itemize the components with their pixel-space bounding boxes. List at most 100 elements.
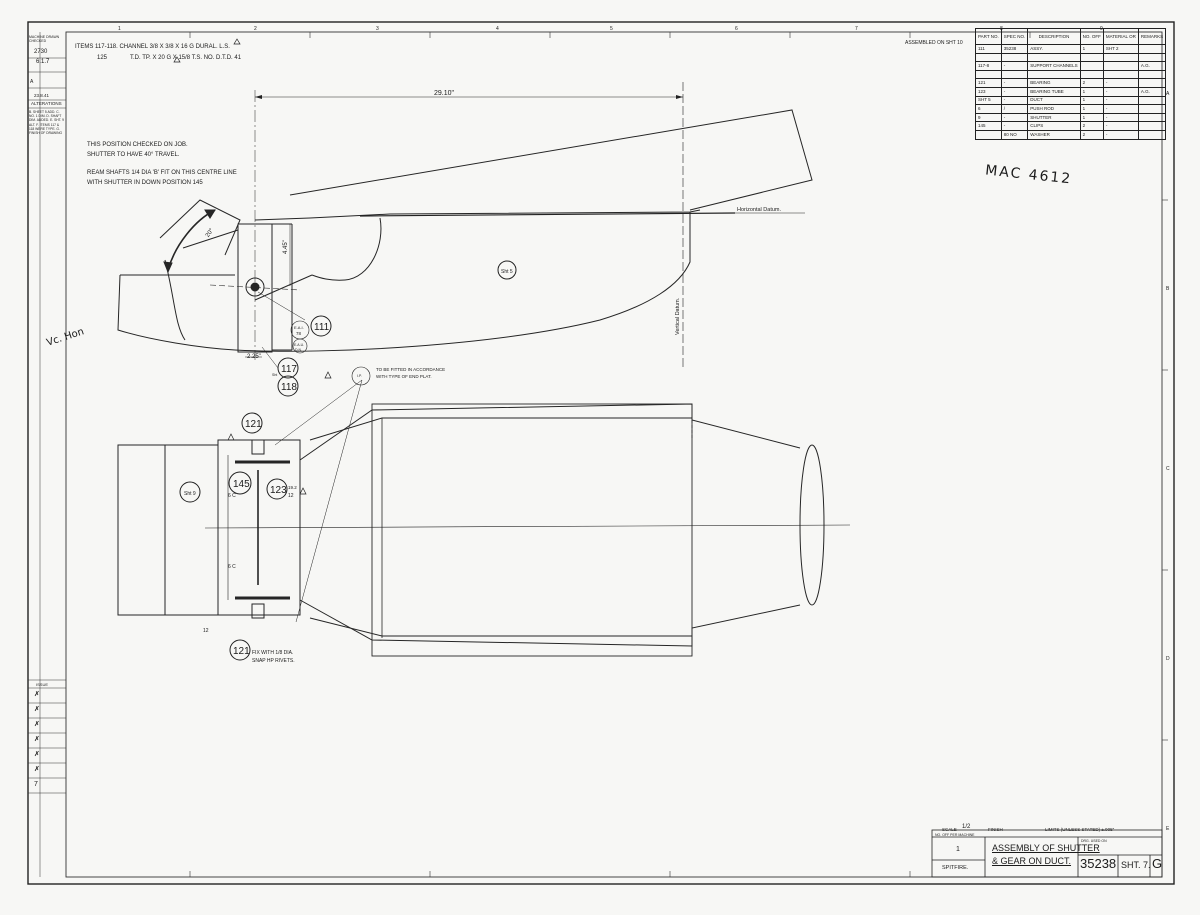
margin-issue-6: ✗	[34, 766, 40, 773]
balloon-eau-note	[351, 366, 371, 386]
parts-table-header: Part No. Spec No. Description No. Off Ma…	[975, 28, 1167, 45]
table-cell: Assy.	[1027, 44, 1081, 54]
table-cell: Shutter	[1027, 112, 1081, 123]
table-cell: Bearing	[1027, 78, 1081, 88]
balloon-123	[266, 478, 288, 500]
label-horizontal-datum: Horizontal Datum.	[737, 207, 781, 213]
table-cell: 1	[1079, 86, 1104, 97]
table-cell: -	[1102, 78, 1139, 88]
label-12: 12	[203, 628, 209, 634]
svg-text:D: D	[1166, 656, 1170, 662]
table-cell: 117-8	[975, 61, 1002, 71]
table-cell: 121	[975, 78, 1002, 88]
table-cell: /	[1000, 104, 1029, 114]
label-sht-small: Sht	[272, 373, 277, 377]
item-balloons	[179, 260, 517, 661]
label-ea78-1: E.A.I.	[294, 325, 304, 330]
dim-12: 12	[288, 493, 294, 499]
zone-ticks	[189, 32, 1168, 877]
balloon-sht9	[179, 481, 201, 503]
balloon-145	[228, 471, 252, 495]
table-cell	[1137, 121, 1167, 131]
table-cell	[975, 52, 1002, 63]
note-ream-shafts: Ream shafts 1/4 dia 'B' fit on this cent…	[87, 170, 237, 176]
table-cell: -	[1000, 78, 1029, 88]
margin-issue-5: ✗	[34, 751, 40, 758]
table-cell: 6	[975, 104, 1002, 114]
table-row: 123-Bearing Tube1-A.G.	[975, 86, 1167, 97]
table-cell: Bearing Tube	[1027, 86, 1081, 97]
table-cell	[975, 129, 1002, 140]
item-125-spec: T.D. Tp. x 20 G x 15/8 T.S. No. D.T.D. 4…	[130, 55, 242, 61]
table-row: 117-8-Support ChannelsA.G.	[975, 61, 1167, 71]
table-cell	[1137, 44, 1167, 54]
table-cell: -	[1102, 86, 1139, 97]
margin-alterations-label: Alterations	[31, 101, 62, 106]
note-with-type: with type of end plat.	[376, 374, 432, 379]
balloon-118-text: 118	[281, 382, 297, 393]
margin-val-2: 6.1.7	[36, 59, 50, 65]
plan-centre-line	[204, 524, 851, 529]
col-no-off: No. Off	[1079, 28, 1104, 45]
margin-top-small: Machine Drawn Checked	[29, 35, 60, 43]
label-ip: I.P.	[357, 374, 362, 378]
margin-issue-a: A	[30, 79, 34, 85]
label-eau: E.A.U.	[294, 343, 304, 347]
table-cell: -	[1102, 95, 1139, 106]
margin-alterations-text: B. Sheet 5 add. C. No. 1 dim. D. Shaft d…	[29, 110, 64, 136]
table-cell: Duct	[1027, 95, 1081, 106]
balloon-111	[310, 315, 332, 337]
table-cell	[1137, 95, 1167, 106]
balloon-ea78	[290, 320, 310, 340]
table-cell	[1137, 78, 1167, 88]
inner-border	[65, 31, 1163, 878]
table-cell: -	[1102, 104, 1139, 114]
table-cell	[1079, 61, 1104, 71]
title-scale-value: 1/2	[962, 824, 971, 830]
balloon-121-top-text: 121	[245, 419, 262, 430]
col-description: Description	[1027, 28, 1081, 45]
item-125-number: 125	[97, 55, 108, 61]
table-cell	[1137, 129, 1167, 140]
table-cell: -	[1000, 86, 1029, 97]
table-cell: -	[1102, 121, 1139, 131]
table-cell: Sht 5	[975, 95, 1002, 106]
svg-text:6: 6	[735, 26, 738, 32]
table-cell: 1	[1079, 112, 1104, 123]
dim-small-b: 6 C	[228, 564, 236, 570]
balloon-117-text: 117	[281, 364, 297, 375]
svg-text:7: 7	[855, 26, 858, 32]
balloon-121-top	[241, 412, 263, 434]
col-part-no: Part No.	[975, 28, 1002, 45]
label-dn: D.N.	[295, 348, 302, 352]
margin-boxes	[28, 57, 66, 794]
balloon-111-text: 111	[314, 322, 330, 333]
label-ea78-2: 78	[296, 331, 302, 336]
table-cell: Support Channels	[1027, 61, 1081, 71]
table-cell: -	[1000, 121, 1029, 131]
table-cell: -	[1102, 129, 1139, 140]
table-cell	[1102, 61, 1139, 71]
table-cell: Sht 2	[1102, 44, 1139, 54]
title-limits: Limits (Unless Stated) ±.005"	[1045, 827, 1115, 832]
duct-plan-view	[117, 403, 825, 657]
table-cell: -	[1000, 95, 1029, 106]
table-cell: 80 NO	[1000, 129, 1029, 140]
balloon-sht9-text: Sht 9	[184, 491, 196, 497]
table-cell	[1102, 52, 1139, 63]
table-cell: A.G.	[1137, 86, 1167, 97]
balloon-eau	[292, 338, 308, 354]
table-cell	[1079, 69, 1104, 80]
table-cell	[975, 69, 1002, 80]
table-cell: 9	[975, 112, 1002, 123]
title-block-frame	[931, 829, 1163, 878]
balloon-sht5-text: Sht 5	[501, 269, 513, 275]
table-cell: 145	[975, 121, 1002, 131]
issue-letter: G	[1152, 856, 1163, 871]
dim-vertical: 4.45"	[283, 240, 289, 254]
balloon-121-bottom	[229, 639, 251, 661]
horizontal-datum-line	[359, 212, 736, 217]
table-cell: 2	[1079, 121, 1104, 131]
